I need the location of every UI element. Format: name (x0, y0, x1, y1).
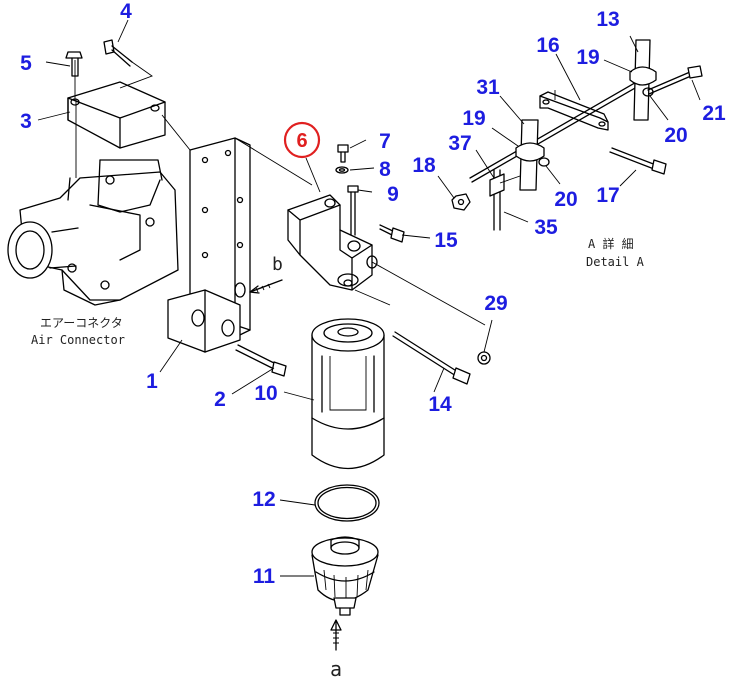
part-1-mounting-plate (161, 114, 313, 353)
caption-view-a: a (330, 657, 342, 681)
label-part-7: 7 (379, 130, 391, 153)
label-part-20-lower: 20 (554, 188, 577, 211)
label-part-10: 10 (254, 382, 277, 405)
caption-air-connector-en: Air Connector (31, 333, 125, 347)
label-part-5: 5 (20, 52, 32, 75)
label-part-29: 29 (484, 292, 507, 315)
part-3-bracket (67, 60, 166, 178)
part-9-bolt (347, 185, 359, 236)
view-arrow-b (249, 279, 283, 294)
leader-lines (37, 19, 701, 577)
label-part-1: 1 (146, 370, 158, 393)
label-part-19-upper: 19 (576, 46, 599, 69)
captions: エアーコネクタ Air Connector A 詳 細 Detail A b a (31, 236, 645, 681)
label-part-31: 31 (476, 76, 500, 99)
label-part-18: 18 (412, 154, 436, 177)
caption-detail-a-jp: A 詳 細 (588, 236, 634, 251)
part-2-bolt (235, 344, 287, 377)
label-part-4: 4 (120, 0, 132, 23)
label-part-37: 37 (448, 132, 471, 155)
label-part-14: 14 (428, 393, 452, 416)
part-12-o-ring (314, 484, 380, 522)
label-part-15: 15 (434, 229, 458, 252)
part-11-separator-bowl (311, 536, 379, 616)
label-part-9: 9 (387, 183, 399, 206)
part-5-bolt (65, 51, 83, 77)
air-connector-housing (7, 159, 179, 306)
label-part-13: 13 (596, 8, 619, 31)
label-part-35: 35 (534, 216, 558, 239)
highlight-circle-part-6 (283, 121, 321, 159)
part-6-filter-head (287, 194, 486, 326)
part-29-nut (477, 351, 491, 365)
caption-detail-a-en: Detail A (586, 255, 645, 269)
part-15-bolt (379, 224, 405, 243)
label-part-17: 17 (596, 184, 619, 207)
caption-air-connector-jp: エアーコネクタ (40, 316, 123, 330)
label-part-16: 16 (536, 34, 559, 57)
label-part-2: 2 (214, 388, 226, 411)
label-part-20-upper: 20 (664, 124, 687, 147)
label-part-21: 21 (702, 102, 726, 125)
label-part-19-lower: 19 (462, 107, 485, 130)
label-part-8: 8 (379, 158, 391, 181)
part-7-bolt (337, 144, 349, 163)
part-4-bolt (103, 39, 153, 89)
label-part-3: 3 (20, 110, 32, 133)
caption-view-b: b (272, 254, 283, 275)
part-8-washer (335, 166, 349, 174)
label-part-12: 12 (252, 488, 275, 511)
view-arrow-a (330, 619, 342, 651)
detail-a-assembly (451, 39, 703, 231)
part-14-bolt (392, 331, 471, 385)
label-part-6: 6 (296, 130, 307, 152)
label-part-11: 11 (253, 565, 276, 588)
part-number-labels: 4 5 3 1 2 10 6 7 8 9 15 29 14 12 11 13 1… (20, 0, 726, 588)
part-10-filter-cartridge (311, 318, 385, 470)
